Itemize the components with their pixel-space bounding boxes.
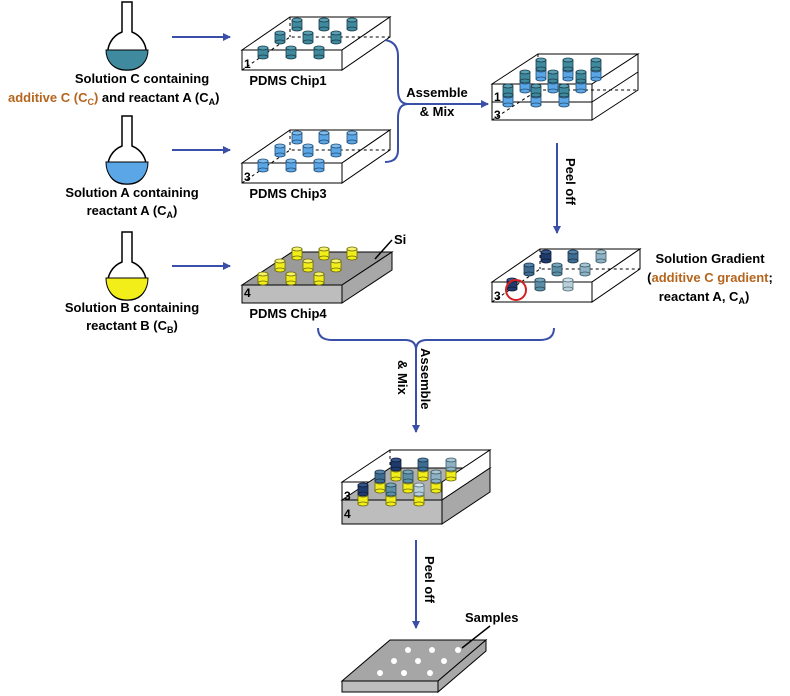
pdms-chip3: 3 [240,129,392,184]
flask-a-label-line2: reactant A (CA) [87,203,178,220]
gradient-chip-number: 3 [494,289,501,303]
assembled-chip-1-3: 1 3 [490,53,640,122]
samples-substrate [340,638,488,694]
pdms-chip1: 1 [240,16,392,71]
chip1-number: 1 [244,57,251,71]
flask-solution-b [105,231,149,301]
gradient-chip-3: 3 [490,248,642,303]
assemble-mix-2-line1: Assemble [418,348,433,409]
sample-spots [377,647,461,676]
highlight-circle [505,279,527,301]
bracket-chip4-gradient [317,327,555,351]
assemble-mix-1-line2: & Mix [420,104,455,119]
flask-solution-a [105,115,149,185]
flask-c-label-line1: Solution C containing [75,71,209,86]
assembled-chip-3-4: 3 4 [340,449,492,525]
assembled-13-number-bottom: 3 [494,108,501,122]
chip3-number: 3 [244,170,251,184]
assembled-34-number-bottom: 4 [344,507,351,521]
flask-b-label-line1: Solution B containing [65,300,199,315]
flask-b-label-line2: reactant B (CB) [86,318,178,335]
gradient-label-line2: (additive C gradient; [647,270,773,285]
peel-off-1-label: Peel off [563,158,578,206]
chip1-label: PDMS Chip1 [249,73,326,88]
chip4-number: 4 [244,286,251,300]
assembled-13-number-top: 1 [494,90,501,104]
samples-leader-line [461,625,491,649]
assemble-mix-1-line1: Assemble [406,85,467,100]
si-leader-line [374,239,393,260]
gradient-label-line1: Solution Gradient [655,251,765,266]
chip4-label: PDMS Chip4 [249,306,327,321]
flask-a-label-line1: Solution A containing [65,185,198,200]
peel-off-2-label: Peel off [422,556,437,604]
chip3-label: PDMS Chip3 [249,186,326,201]
gradient-label-line3: reactant A, CA) [659,289,750,306]
assemble-mix-2-line2: & Mix [395,360,410,395]
flask-solution-c [105,1,149,71]
flask-c-label-line2: additive C (CC) and reactant A (CA) [8,90,219,107]
pdms-chip4: 4 Si [240,232,406,304]
assembled-34-number-top: 3 [344,489,351,503]
samples-label: Samples [465,610,518,625]
si-label: Si [394,232,406,247]
